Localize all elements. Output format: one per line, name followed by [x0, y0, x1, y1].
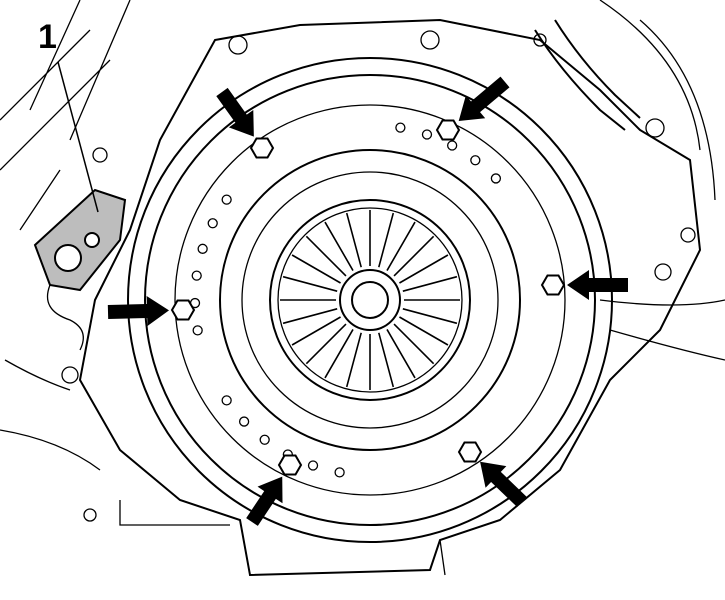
plate-hole [221, 194, 232, 205]
bracket-item-1 [33, 188, 127, 292]
diaphragm-outer [269, 199, 471, 401]
diaphragm-finger [378, 332, 395, 388]
callout-leader [57, 61, 99, 213]
diaphragm-finger [345, 212, 362, 268]
diaphragm-finger [324, 221, 354, 271]
hex-bolt-icon [457, 441, 483, 463]
hex-bolt-icon [277, 454, 303, 476]
plate-hole [334, 467, 345, 478]
diaphragm-finger [378, 212, 395, 268]
housing-flange [0, 359, 446, 576]
plate-hole [395, 122, 406, 133]
plate-hole [490, 173, 502, 184]
diaphragm-finger [345, 332, 362, 388]
cover-inner-ring [241, 171, 499, 429]
diaphragm-finger [402, 308, 458, 325]
plate-hole [447, 140, 458, 151]
arrow-icon [480, 461, 527, 508]
bracket-hole-large [54, 244, 82, 272]
hex-bolt-icon [435, 119, 461, 141]
hub-bore [351, 281, 389, 319]
clutch-bolts [170, 119, 566, 476]
hex-bolt-icon [170, 299, 196, 321]
hub-outer [339, 269, 401, 331]
callout-label: 1 [38, 18, 57, 56]
plate-hole [470, 155, 481, 166]
flywheel-outer-ring [127, 57, 613, 543]
plate-hole [197, 243, 208, 254]
plate-hole [238, 416, 250, 427]
arrow-icon [246, 476, 283, 526]
diaphragm-finger [305, 235, 347, 277]
pressure-plate-inner-ring [174, 104, 566, 496]
diaphragm-finger [291, 316, 341, 346]
plate-hole [191, 270, 202, 281]
diaphragm-finger [305, 323, 347, 365]
transmission-housing-outline [78, 18, 702, 577]
plate-hole [307, 460, 319, 471]
plate-hole [221, 395, 232, 406]
arrow-icon [216, 87, 254, 137]
left-frame-lines [0, 0, 131, 231]
pressure-plate-ring [144, 74, 596, 526]
arrow-icon [567, 270, 628, 300]
diaphragm-finger [282, 275, 338, 292]
wire [46, 284, 84, 351]
arrow-icon [458, 76, 510, 121]
hose [534, 19, 641, 131]
right-frame-lines [599, 0, 725, 361]
hex-bolt-icon [249, 137, 275, 159]
hex-bolt-icon [540, 274, 566, 296]
plate-hole [192, 325, 203, 336]
arrow-icon [107, 295, 170, 326]
diaphragm-finger [291, 254, 341, 284]
diaphragm-finger [393, 235, 435, 277]
diaphragm-finger [399, 316, 449, 346]
diaphragm-finger [402, 275, 458, 292]
cover-ring [219, 149, 521, 451]
plate-hole [259, 434, 270, 445]
diaphragm-finger [393, 323, 435, 365]
bolt-arrows [107, 76, 628, 526]
diaphragm-finger [386, 329, 416, 379]
diaphragm-finger [324, 329, 354, 379]
plate-hole [207, 218, 218, 229]
diaphragm-finger [399, 254, 449, 284]
bracket-hole-small [84, 232, 100, 248]
diaphragm-fingers [280, 210, 460, 390]
diaphragm-finger [282, 308, 338, 325]
housing-mounting-holes [61, 30, 696, 522]
diaphragm-finger [386, 221, 416, 271]
plate-hole [421, 129, 433, 140]
diaphragm-inner [277, 207, 463, 393]
